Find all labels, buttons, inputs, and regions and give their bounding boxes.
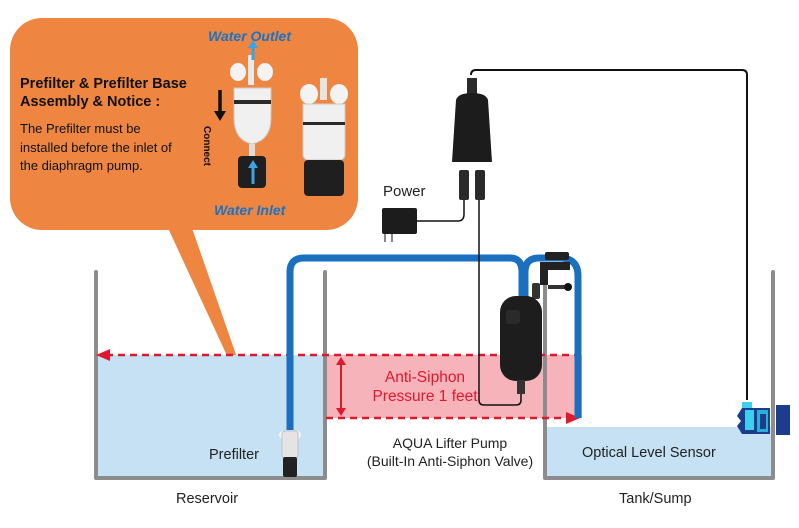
callout-title-line2: Assembly & Notice : [20, 94, 161, 110]
pump-cable [478, 200, 522, 406]
power-adapter [382, 200, 465, 242]
water-inlet-label: Water Inlet [214, 202, 286, 218]
inlet-arrow-icon [248, 160, 258, 168]
anti-siphon-line1: Anti-Siphon [384, 369, 466, 386]
outlet-arrow-icon [248, 40, 258, 48]
sensor-label: Optical Level Sensor [582, 445, 716, 461]
connect-arrow [214, 90, 226, 121]
intake-tube [286, 254, 526, 430]
callout-title: Prefilter & Prefilter Base Assembly & No… [20, 75, 187, 111]
prefilter-label: Prefilter [209, 447, 259, 463]
prefilter-illustration-assembled [300, 78, 348, 196]
water-outlet-label: Water Outlet [208, 28, 291, 44]
callout-title-line1: Prefilter & Prefilter Base [20, 76, 187, 92]
reservoir-wall [94, 270, 327, 480]
tank-wall [543, 270, 775, 480]
prefilter-unit [279, 430, 301, 477]
tank-label: Tank/Sump [619, 491, 692, 507]
optical-level-sensor [737, 402, 790, 435]
pump-label-line2: (Built-In Anti-Siphon Valve) [366, 453, 534, 469]
arrow-down-icon [336, 408, 346, 416]
arrow-down-icon [214, 111, 226, 121]
arrow-up-icon [336, 357, 346, 365]
arrow-left-icon [96, 349, 110, 361]
power-label: Power [383, 183, 426, 200]
pump-label-line1: AQUA Lifter Pump [392, 435, 508, 451]
aqua-lifter-pump [500, 296, 542, 394]
reservoir-label: Reservoir [176, 491, 239, 507]
arrow-right-icon [566, 412, 580, 424]
pump-controller [452, 69, 748, 400]
callout-body: The Prefilter must be installed before t… [20, 121, 172, 173]
anti-siphon-line2: Pressure 1 feet [372, 388, 478, 405]
pump-clamp [532, 252, 572, 299]
pump-label: AQUA Lifter Pump (Built-In Anti-Siphon V… [340, 434, 560, 470]
connect-label: Connect [201, 126, 212, 166]
tank-water [545, 427, 772, 478]
prefilter-illustration-connect [230, 40, 273, 188]
anti-siphon-label: Anti-Siphon Pressure 1 feet [345, 368, 505, 406]
